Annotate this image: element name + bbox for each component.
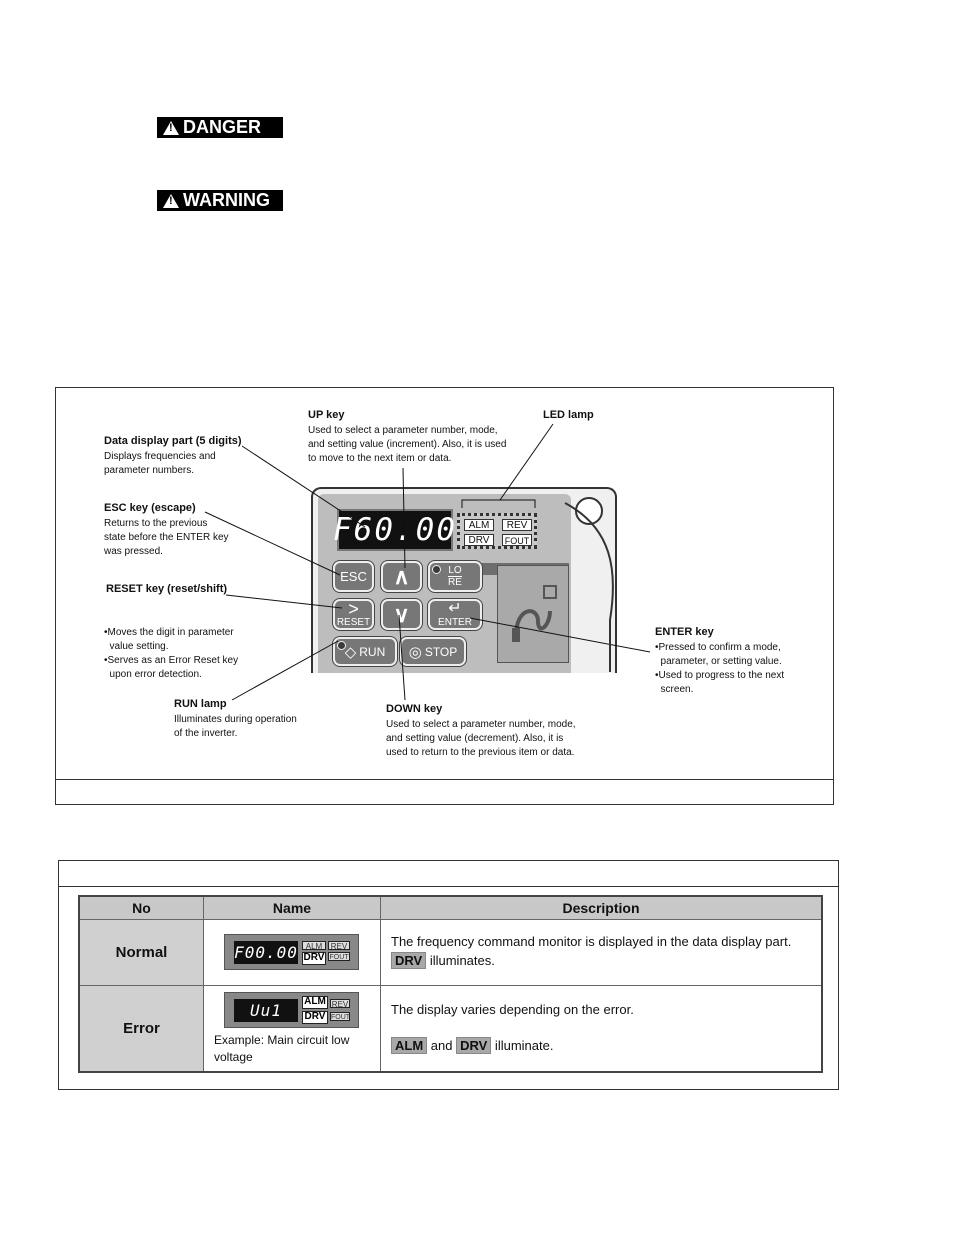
run-lamp-title: RUN lamp (174, 698, 227, 710)
enter-key-title: ENTER key (655, 626, 714, 638)
led-lamp-group: ALM REV DRV FOUT (457, 513, 537, 549)
mini-led-alm: ALM (302, 996, 328, 1009)
mini-led-drv: DRV (302, 952, 326, 965)
mini-led-rev: REV (330, 999, 350, 1009)
connector-cover (497, 565, 569, 663)
figure-caption-bar (55, 779, 834, 805)
led-drv: DRV (464, 534, 494, 546)
figure-frame (55, 387, 834, 805)
run-lamp (337, 641, 346, 650)
drv-indicator-chip: DRV (391, 952, 427, 969)
reset-key-label: RESET (336, 617, 371, 628)
led-alm: ALM (464, 519, 494, 531)
reset-key-title: RESET key (reset/shift) (106, 583, 228, 595)
lo-re-lamp (432, 565, 441, 574)
up-key-description: Used to select a parameter number, mode,… (308, 425, 507, 464)
enter-key[interactable]: ↵ ENTER (428, 599, 482, 630)
danger-label: DANGER (183, 117, 262, 137)
up-arrow-icon: ∧ (393, 563, 410, 589)
enter-key-description: •Pressed to confirm a mode, parameter, o… (655, 642, 785, 695)
warning-label: WARNING (183, 190, 270, 210)
display-status-table: No Name Description Normal F00.00 ALM RE… (78, 895, 823, 1073)
header-no: No (80, 897, 204, 920)
led-lamp-title: LED lamp (543, 409, 594, 421)
lo-label: LO (448, 565, 462, 577)
header-description: Description (381, 897, 821, 920)
stop-key-label: STOP (424, 644, 458, 659)
up-key-title: UP key (308, 409, 345, 421)
mini-display-normal: F00.00 (234, 941, 298, 964)
re-label: RE (448, 577, 462, 588)
error-example-note: Example: Main circuit low voltage (214, 1033, 350, 1064)
shift-arrow-icon: > (348, 599, 359, 619)
up-key[interactable]: ∧ (381, 561, 422, 592)
esc-key-label: ESC (340, 569, 367, 584)
mini-led-rev: REV (328, 941, 350, 951)
stop-icon: ◎ (408, 643, 422, 661)
warning-triangle-icon (163, 193, 179, 208)
mini-display-error: Uu1 (234, 999, 298, 1022)
normal-desc-text: The frequency command monitor is display… (391, 934, 792, 949)
esc-key[interactable]: ESC (333, 561, 374, 592)
row-error-name: Uu1 ALM REV DRV FOUT Example: Main circu… (204, 986, 381, 1071)
table-frame (58, 860, 839, 1090)
enter-key-label: ENTER (438, 617, 472, 628)
enter-arrow-icon: ↵ (448, 600, 462, 617)
warning-triangle-icon (163, 120, 179, 135)
esc-key-title: ESC key (escape) (104, 502, 196, 514)
row-normal-no: Normal (80, 920, 204, 986)
down-key[interactable]: ∨ (381, 599, 422, 630)
run-key[interactable]: ◇ RUN (333, 637, 397, 666)
down-key-title: DOWN key (386, 703, 443, 715)
mini-led-fout: FOUT (328, 952, 350, 961)
mini-led-alm: ALM (302, 941, 326, 951)
mini-panel-error: Uu1 ALM REV DRV FOUT (224, 992, 359, 1028)
reset-key[interactable]: > RESET (333, 599, 374, 630)
lo-re-key[interactable]: LO RE (428, 561, 482, 592)
alm-indicator-chip: ALM (391, 1037, 428, 1054)
stop-key[interactable]: ◎ STOP (400, 637, 466, 666)
header-name: Name (204, 897, 381, 920)
row-normal-description: The frequency command monitor is display… (381, 920, 821, 986)
row-normal-name: F00.00 ALM REV DRV FOUT (204, 920, 381, 986)
led-rev: REV (502, 519, 532, 531)
run-icon: ◇ (344, 643, 357, 661)
warning-badge: WARNING (157, 190, 283, 211)
mini-led-drv: DRV (302, 1011, 328, 1024)
error-desc-text: The display varies depending on the erro… (391, 1002, 634, 1017)
mini-led-fout: FOUT (330, 1012, 351, 1021)
error-desc-mid: and (427, 1038, 457, 1053)
drv-indicator-chip: DRV (456, 1037, 492, 1054)
led-fout: FOUT (502, 534, 532, 546)
mini-panel-normal: F00.00 ALM REV DRV FOUT (224, 934, 359, 970)
wave-logo-icon (512, 585, 557, 642)
down-key-description: Used to select a parameter number, mode,… (386, 719, 576, 758)
table-title-bar (58, 860, 839, 887)
run-key-label: RUN (359, 644, 386, 659)
reset-key-description: •Moves the digit in parameter value sett… (104, 627, 239, 680)
row-error-no: Error (80, 986, 204, 1071)
data-display: F60.00 (333, 509, 455, 551)
row-error-description: The display varies depending on the erro… (381, 986, 821, 1071)
danger-badge: DANGER (157, 117, 283, 138)
data-display-title: Data display part (5 digits) (104, 435, 242, 447)
error-desc-tail: illuminate. (491, 1038, 554, 1053)
normal-desc-tail: illuminates. (426, 953, 495, 968)
down-arrow-icon: ∨ (393, 601, 410, 627)
